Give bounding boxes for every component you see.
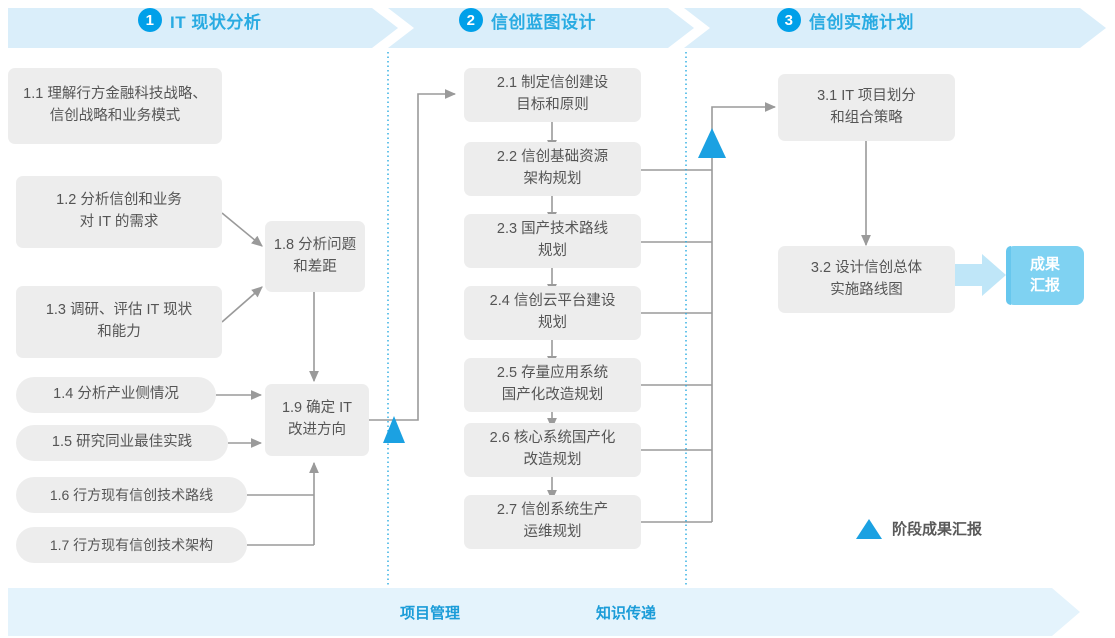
phase-2-title: 信创蓝图设计 <box>491 12 596 32</box>
result-report-label: 成果汇报 <box>1029 256 1060 294</box>
phase-1-number: 1 <box>138 8 162 32</box>
result-report-box[interactable]: 成果汇报 <box>1006 246 1084 305</box>
task-box-1-2[interactable]: 1.2 分析信创和业务对 IT 的需求 <box>16 176 222 248</box>
edge-1-3-to-1-8 <box>221 286 263 323</box>
task-box-1-1[interactable]: 1.1 理解行方金融科技战略、信创战略和业务模式 <box>8 68 222 144</box>
milestone-triangle-phase1 <box>383 416 405 443</box>
task-box-1-4[interactable]: 1.4 分析产业侧情况 <box>16 377 216 413</box>
task-box-1-5[interactable]: 1.5 研究同业最佳实践 <box>16 425 228 461</box>
milestone-triangle-phase2 <box>698 128 726 158</box>
result-box-edge <box>1006 246 1011 305</box>
task-box-1-3[interactable]: 1.3 调研、评估 IT 现状和能力 <box>16 286 222 358</box>
task-box-2-7[interactable]: 2.7 信创系统生产运维规划 <box>464 495 641 549</box>
edge-1-2-to-1-8 <box>221 212 263 247</box>
footer-label-project-management: 项目管理 <box>400 605 461 622</box>
phase-3-header: 3 信创实施计划 <box>777 0 914 40</box>
task-box-2-4[interactable]: 2.4 信创云平台建设规划 <box>464 286 641 340</box>
task-box-2-6[interactable]: 2.6 核心系统国产化改造规划 <box>464 423 641 477</box>
task-box-3-1[interactable]: 3.1 IT 项目划分和组合策略 <box>778 74 955 141</box>
edge-1-9-to-2-1 <box>369 89 457 421</box>
phase-1-title: IT 现状分析 <box>170 12 262 32</box>
task-box-2-2[interactable]: 2.2 信创基础资源架构规划 <box>464 142 641 196</box>
triangle-icon <box>856 518 882 539</box>
phase-3-title: 信创实施计划 <box>809 12 914 32</box>
task-box-2-3[interactable]: 2.3 国产技术路线规划 <box>464 214 641 268</box>
task-box-2-5[interactable]: 2.5 存量应用系统国产化改造规划 <box>464 358 641 412</box>
phase-2-header: 2 信创蓝图设计 <box>459 0 596 40</box>
task-box-1-7[interactable]: 1.7 行方现有信创技术架构 <box>16 527 247 563</box>
footer-label-knowledge-transfer: 知识传递 <box>596 605 657 622</box>
legend-milestone: 阶段成果汇报 <box>856 518 982 539</box>
phase-2-number: 2 <box>459 8 483 32</box>
task-box-2-1[interactable]: 2.1 制定信创建设目标和原则 <box>464 68 641 122</box>
task-box-1-6[interactable]: 1.6 行方现有信创技术路线 <box>16 477 247 513</box>
edge-bus-to-3-1 <box>711 102 777 522</box>
task-box-1-8[interactable]: 1.8 分析问题和差距 <box>265 221 365 292</box>
legend-milestone-label: 阶段成果汇报 <box>892 521 983 538</box>
phase-3-number: 3 <box>777 8 801 32</box>
result-arrow-icon <box>950 254 1006 296</box>
task-box-3-2[interactable]: 3.2 设计信创总体实施路线图 <box>778 246 955 313</box>
phase-1-header: 1 IT 现状分析 <box>138 0 261 40</box>
